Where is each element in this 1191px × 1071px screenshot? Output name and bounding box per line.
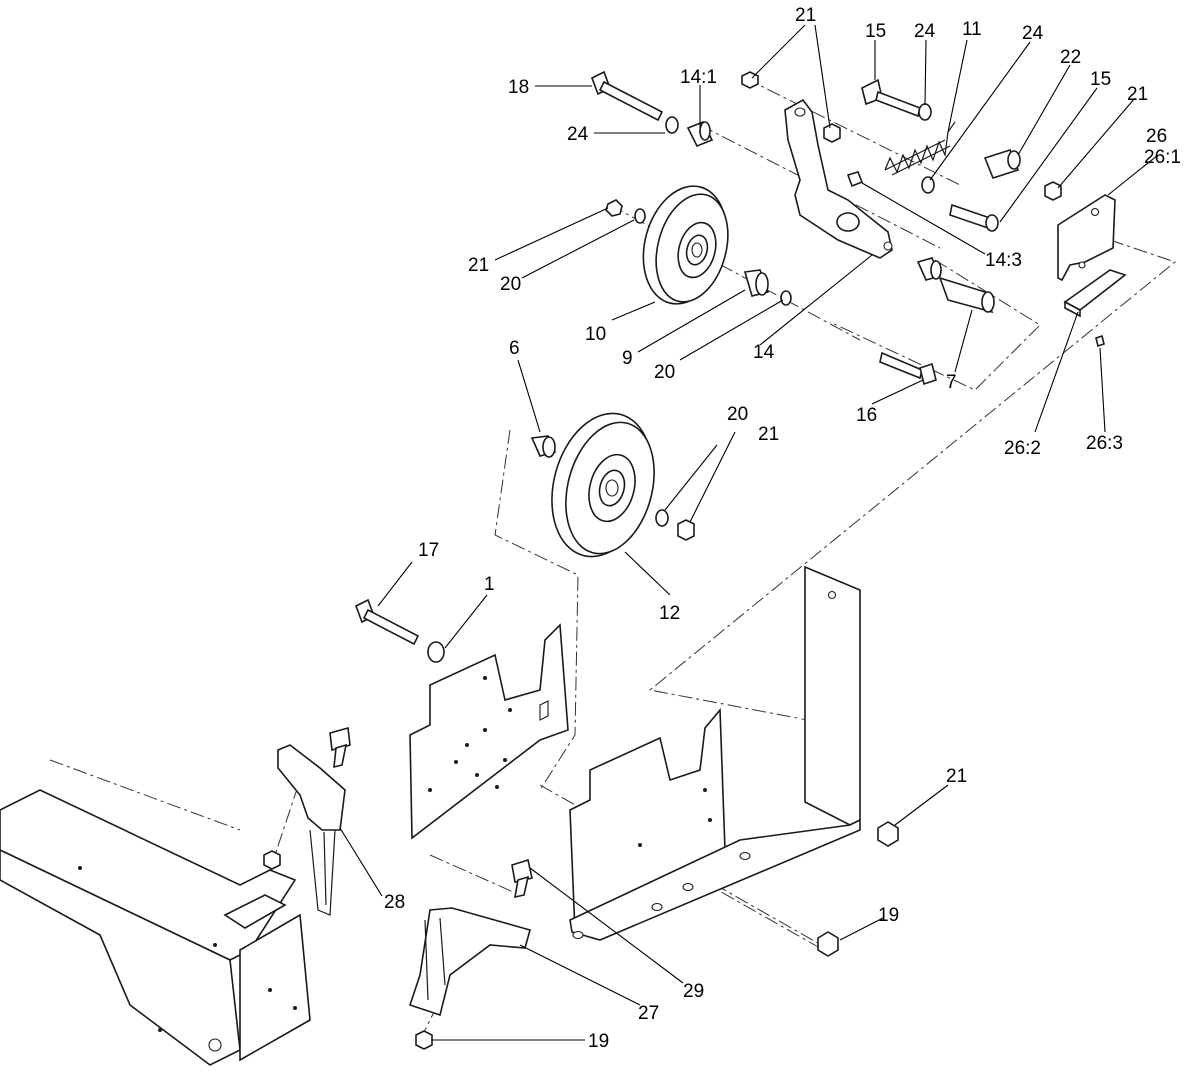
- nut-21-b: [823, 123, 841, 143]
- spacer-22: [983, 149, 1021, 179]
- nut-19-lower: [415, 1030, 433, 1050]
- callout-16: 16: [856, 405, 877, 426]
- callout-10: 10: [585, 324, 606, 345]
- callout-20-a: 20: [500, 274, 521, 295]
- callout-14-1: 14:1: [680, 67, 717, 88]
- callout-12: 12: [659, 603, 680, 624]
- callout-26-3: 26:3: [1086, 433, 1123, 454]
- callout-labels: 21 15 24 11 24 22 15 21 26 26:1 18 14:1 …: [384, 5, 1181, 1052]
- washer-20-upper-b: [780, 290, 792, 306]
- bolt-18: [590, 70, 664, 122]
- callout-21-b: 21: [1127, 84, 1148, 105]
- callout-6: 6: [509, 338, 520, 359]
- callout-9: 9: [622, 348, 633, 369]
- washer-24-left: [665, 116, 679, 134]
- callout-20-b: 20: [654, 362, 675, 383]
- callout-21-d: 21: [758, 424, 779, 445]
- upper-idler-pulley: [642, 185, 729, 305]
- callout-14: 14: [753, 342, 775, 363]
- deck-rail: [0, 789, 311, 1066]
- nut-21-c: [1044, 181, 1062, 201]
- washer-24-mid: [921, 176, 935, 194]
- callout-1: 1: [484, 574, 495, 595]
- spring: [884, 121, 956, 176]
- callout-15-a: 15: [865, 21, 886, 42]
- screw-26-3: [1095, 334, 1105, 348]
- nut-19-latch: [263, 850, 281, 870]
- left-mount-plate: [409, 623, 569, 840]
- callout-11: 11: [962, 19, 982, 40]
- latch-handle-27: [408, 907, 531, 1017]
- callout-21-e: 21: [946, 766, 967, 787]
- callout-18: 18: [508, 77, 529, 98]
- spacer-9: [743, 269, 770, 297]
- bolt-17: [354, 598, 420, 646]
- callout-leaders: [339, 24, 1159, 1041]
- nut-21-lower-pulley: [677, 519, 695, 541]
- pad-26-2: [1063, 269, 1127, 318]
- callout-29: 29: [683, 981, 704, 1002]
- spacer-7: [916, 257, 995, 314]
- callout-21-a: 21: [795, 5, 816, 26]
- callout-27: 27: [638, 1003, 659, 1024]
- callout-17: 17: [418, 540, 439, 561]
- callout-20-c: 20: [727, 404, 748, 425]
- washer-20-lower: [655, 509, 669, 527]
- carriage-bolt-lower: [511, 858, 533, 899]
- callout-26-2: 26:2: [1004, 438, 1041, 459]
- bushing-14-1: [686, 120, 714, 148]
- callout-14-3: 14:3: [985, 250, 1022, 271]
- bracket-26: [1057, 194, 1116, 282]
- bolt-15-upper: [861, 78, 921, 118]
- bolt-16: [879, 351, 937, 386]
- washer-1: [427, 641, 445, 663]
- callout-15-b: 15: [1090, 69, 1111, 90]
- callout-24-b: 24: [1022, 23, 1044, 44]
- callout-24-c: 24: [567, 124, 589, 145]
- callout-19-a: 19: [878, 905, 899, 926]
- bolt-15-lower: [949, 203, 999, 232]
- callout-26-1: 26:1: [1144, 147, 1181, 168]
- callout-7: 7: [946, 372, 957, 393]
- main-frame-bracket: [569, 565, 861, 941]
- callout-24-a: 24: [914, 21, 936, 42]
- carriage-bolt-upper: [329, 726, 351, 769]
- callout-19-b: 19: [588, 1031, 609, 1052]
- callout-22: 22: [1060, 47, 1081, 68]
- callout-26: 26: [1146, 126, 1167, 147]
- latch-handle-28: [277, 744, 346, 916]
- nut-21-upper-pulley: [605, 199, 623, 217]
- washer-20-upper-a: [634, 208, 646, 224]
- nut-19-frame: [817, 931, 839, 957]
- spacer-6: [530, 435, 557, 458]
- callout-28: 28: [384, 892, 405, 913]
- washer-24-upper: [918, 103, 932, 121]
- nut-21-frame: [877, 821, 899, 847]
- idler-arm: [784, 98, 893, 259]
- grease-fitting: [846, 171, 864, 188]
- lower-idler-pulley: [551, 412, 655, 558]
- callout-21-c: 21: [468, 255, 489, 276]
